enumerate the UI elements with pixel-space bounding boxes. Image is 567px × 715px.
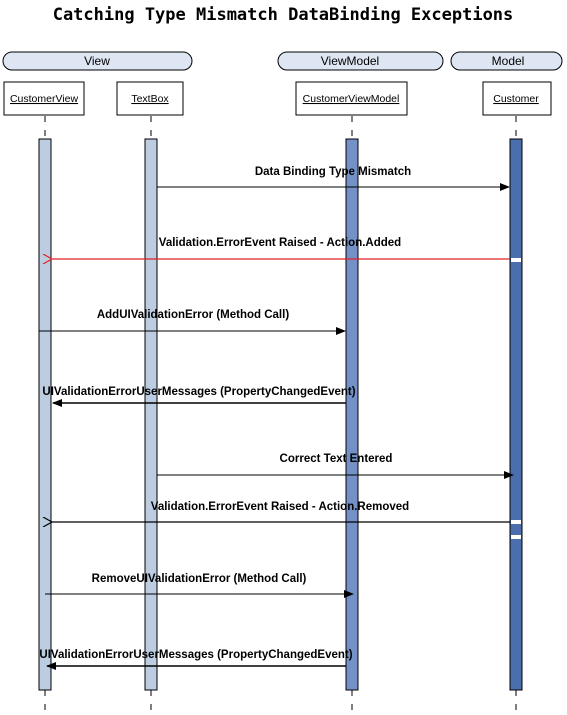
participant-textbox: TextBox bbox=[116, 81, 184, 116]
activation-customer bbox=[509, 138, 523, 691]
diagram-title: Catching Type Mismatch DataBinding Excep… bbox=[53, 5, 514, 25]
participant-customer: Customer bbox=[482, 81, 552, 116]
message-6: Validation.ErrorEvent Raised - Action.Re… bbox=[52, 501, 510, 522]
activation-gaps bbox=[511, 258, 521, 539]
message-4: UIValidationErrorUserMessages (PropertyC… bbox=[42, 386, 356, 407]
message-5: Correct Text Entered bbox=[157, 453, 514, 479]
group-view-label: View bbox=[84, 54, 110, 68]
message-6-label: Validation.ErrorEvent Raised - Action.Re… bbox=[151, 501, 409, 513]
activation-customer-view bbox=[38, 138, 52, 691]
activation-customer-view-model bbox=[345, 138, 359, 691]
group-view: View bbox=[2, 51, 193, 71]
group-model-label: Model bbox=[492, 54, 525, 68]
message-2: Validation.ErrorEvent Raised - Action.Ad… bbox=[52, 237, 510, 259]
participant-textbox-label: TextBox bbox=[131, 93, 169, 105]
message-1-label: Data Binding Type Mismatch bbox=[255, 166, 411, 178]
lifelines bbox=[44, 116, 517, 715]
message-7: RemoveUIValidationError (Method Call) bbox=[45, 573, 354, 598]
message-2-label: Validation.ErrorEvent Raised - Action.Ad… bbox=[159, 237, 401, 249]
message-1: Data Binding Type Mismatch bbox=[157, 166, 510, 191]
message-8-label: UIValidationErrorUserMessages (PropertyC… bbox=[39, 649, 352, 661]
message-8: UIValidationErrorUserMessages (PropertyC… bbox=[39, 649, 353, 670]
participant-customer-view-model-label: CustomerViewModel bbox=[303, 93, 400, 105]
group-viewmodel-label: ViewModel bbox=[321, 54, 379, 68]
message-7-label: RemoveUIValidationError (Method Call) bbox=[92, 573, 307, 585]
participant-customer-view: CustomerView bbox=[3, 81, 85, 116]
group-model: Model bbox=[450, 51, 563, 71]
message-3: AddUIValidationError (Method Call) bbox=[39, 309, 346, 335]
participant-customer-label: Customer bbox=[493, 93, 539, 105]
message-5-label: Correct Text Entered bbox=[280, 453, 393, 465]
participant-customer-view-label: CustomerView bbox=[10, 93, 78, 105]
participant-customer-view-model: CustomerViewModel bbox=[295, 81, 408, 116]
group-viewmodel: ViewModel bbox=[277, 51, 444, 71]
message-3-label: AddUIValidationError (Method Call) bbox=[97, 309, 289, 321]
activation-textbox bbox=[144, 138, 158, 691]
message-4-label: UIValidationErrorUserMessages (PropertyC… bbox=[42, 386, 355, 398]
